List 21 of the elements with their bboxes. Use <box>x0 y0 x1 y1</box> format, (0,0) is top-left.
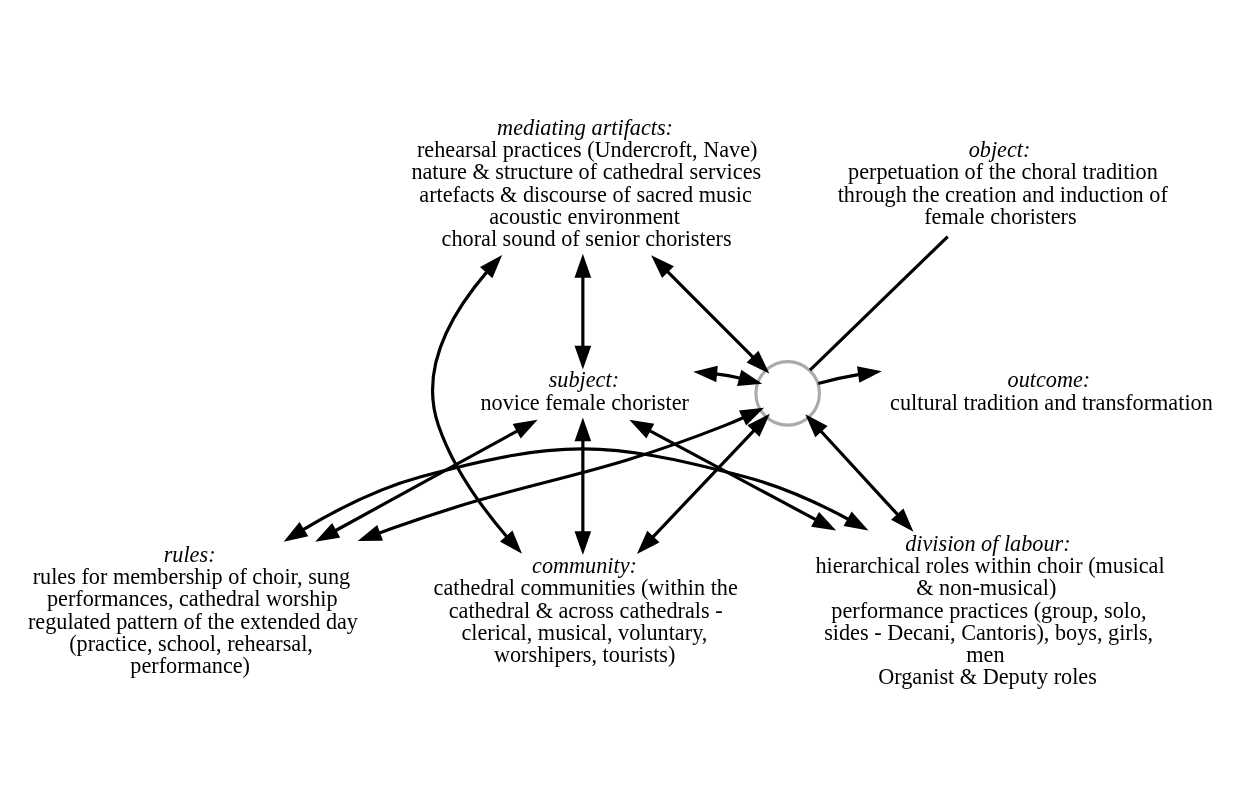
node-text: community: cathedral communities (within the cathedral & across cathedrals - clerical, musical, voluntary, worshipers, tourists) <box>433 552 738 667</box>
arrow <box>357 407 765 541</box>
node-text: outcome: cultural tradition and transformation <box>890 366 1213 415</box>
arrow <box>431 254 523 554</box>
arrow <box>574 417 592 555</box>
arrow <box>636 413 770 554</box>
arrow <box>651 254 770 373</box>
arrow <box>283 446 869 542</box>
node-text: rules: rules for membership of choir, sung performances, cathedral worship regulated pattern of the extended day (practice, school, rehearsal, performance) <box>27 541 358 678</box>
arrow <box>817 365 882 385</box>
connector <box>808 234 949 371</box>
node-text: object: perpetuation of the choral tradition through the creation and induction of female choristers <box>837 136 1168 229</box>
arrow <box>315 419 538 542</box>
arrow <box>693 365 763 386</box>
arrow <box>574 253 592 370</box>
node-circle <box>754 359 822 427</box>
arrow <box>629 419 837 531</box>
node-text: division of labour: hierarchical roles within choir (musical & non-musical) performance practices (group, solo, sides - Decani, Cantoris), boys, girls, men Organist & Deputy roles <box>815 530 1165 689</box>
node-text: subject: novice female chorister <box>480 366 689 415</box>
node-text: mediating artifacts: rehearsal practices (Undercroft, Nave) nature & structure of cathedral services artefacts & discourse of sacred music acoustic environment choral sound of senior choristers <box>411 114 762 251</box>
arrow <box>805 413 914 532</box>
